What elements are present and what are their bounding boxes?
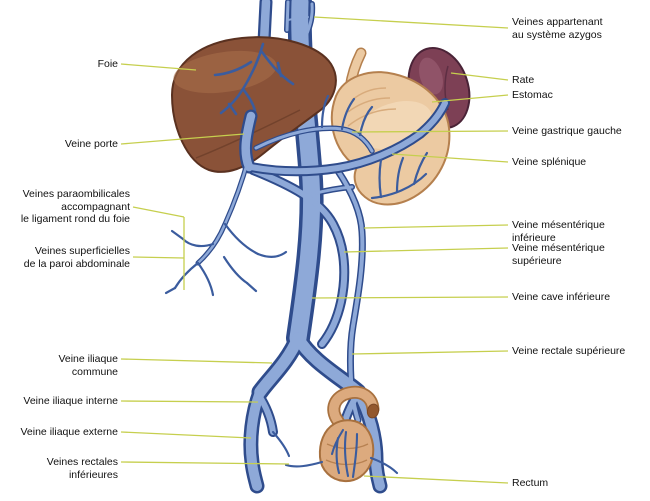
leader-rectale-superieure <box>351 350 509 355</box>
label-rate: Rate <box>512 74 535 86</box>
superficial-vein-network <box>164 94 429 297</box>
ruga-line <box>347 108 397 127</box>
gastroepiploic-vein <box>370 172 428 200</box>
leader-lines <box>120 16 509 484</box>
hepatic-veins <box>213 42 295 116</box>
label-estomac: Estomac <box>512 89 553 101</box>
leader-iliaque-interne <box>120 400 259 403</box>
azygos-vein <box>285 0 290 32</box>
label-foie: Foie <box>97 58 118 70</box>
hepatic-vein-branch <box>260 50 295 86</box>
rectal-veins <box>271 428 399 479</box>
gastric-vein-branch <box>412 151 429 186</box>
leader-foie <box>120 63 197 71</box>
leader-rate <box>450 72 509 81</box>
leader-estomac <box>431 94 509 103</box>
sigmoid-colon <box>329 387 378 426</box>
label-veines-rectales-inferieures: Veines rectales inférieures <box>46 456 118 481</box>
vein-outline <box>198 160 248 263</box>
leader-mesenterique-inferieure <box>363 224 509 229</box>
pelvic-vein-branch <box>330 428 345 456</box>
leader-cave-inferieure <box>311 296 509 299</box>
ruga-line <box>347 97 391 113</box>
gastric-vein-branch <box>320 94 330 129</box>
label-veine-iliaque-interne: Veine iliaque interne <box>23 395 118 407</box>
rectal-fold <box>326 443 369 450</box>
label-rectum: Rectum <box>512 477 549 489</box>
hepatic-vein-branch <box>213 60 253 77</box>
abdominal-wall-vein <box>164 286 177 295</box>
leader-iliaque-externe <box>120 431 252 439</box>
leader-gastrique-gauche <box>351 130 509 133</box>
rectum-outline <box>318 419 375 483</box>
spleen-highlight <box>419 57 443 95</box>
leader-rectales-inferieures <box>120 461 290 465</box>
leader-rectum <box>363 475 509 484</box>
sigmoid-opening <box>366 403 380 419</box>
label-systeme-azygos: Veines appartenant au système azygos <box>512 16 603 41</box>
rectal-surface-vein <box>343 430 350 478</box>
leader-azygos <box>313 16 509 29</box>
rectum <box>318 385 380 483</box>
leader-iliaque-commune <box>120 358 273 364</box>
label-veine-gastrique-gauche: Veine gastrique gauche <box>512 125 622 137</box>
abdominal-wall-vein <box>181 237 215 248</box>
inferior-rectal-vein-left <box>284 460 324 468</box>
hepatic-vein-branch <box>241 87 257 113</box>
leader-superficielles <box>132 256 185 259</box>
hepatic-vein-twig <box>276 61 283 78</box>
label-veine-cave-inferieure: Veine cave inférieure <box>512 291 611 303</box>
abdominal-wall-vein <box>222 255 249 285</box>
label-veines-paraombilicales: Veines paraombilicales accompagnant le l… <box>20 188 130 225</box>
label-veine-splenique: Veine splénique <box>512 156 587 168</box>
rectal-surface-vein <box>351 432 359 479</box>
gastric-vein-branch <box>378 158 383 199</box>
label-veine-mesenterique-superieure: Veine mésentérique supérieure <box>512 242 605 267</box>
leader-mesenterique-superieure <box>343 247 509 253</box>
rectal-ampulla <box>319 420 374 482</box>
abdominal-wall-vein <box>223 222 260 256</box>
abdominal-wall-vein <box>245 281 258 293</box>
pelvic-vein-branch <box>271 430 291 458</box>
label-veine-iliaque-externe: Veine iliaque externe <box>20 426 119 438</box>
abdominal-wall-vein <box>173 261 200 290</box>
gastric-vein-branch <box>395 156 405 194</box>
abdominal-wall-vein <box>170 229 185 241</box>
abdominal-wall-vein <box>196 261 215 297</box>
hepatic-vein-twig <box>227 102 238 116</box>
abdominal-wall-vein <box>256 250 288 258</box>
leader-splenique <box>391 153 509 163</box>
external-iliac-vein-left <box>251 392 260 486</box>
gastric-vein-branch <box>340 97 356 131</box>
leader-veine-porte <box>120 133 245 145</box>
label-veine-mesenterique-inferieure: Veine mésentérique inférieure <box>512 219 605 244</box>
label-veine-iliaque-commune: Veine iliaque commune <box>58 353 118 378</box>
inferior-rectal-vein-right <box>369 456 399 475</box>
stomach-outline <box>330 71 451 206</box>
paraumbilical-vein <box>196 158 250 265</box>
label-veine-porte: Veine porte <box>64 138 118 150</box>
label-veines-superficielles: Veines superficielles de la paroi abdomi… <box>23 245 130 270</box>
leader-paraombilicales <box>132 206 185 218</box>
label-veine-rectale-superieure: Veine rectale supérieure <box>512 345 626 357</box>
